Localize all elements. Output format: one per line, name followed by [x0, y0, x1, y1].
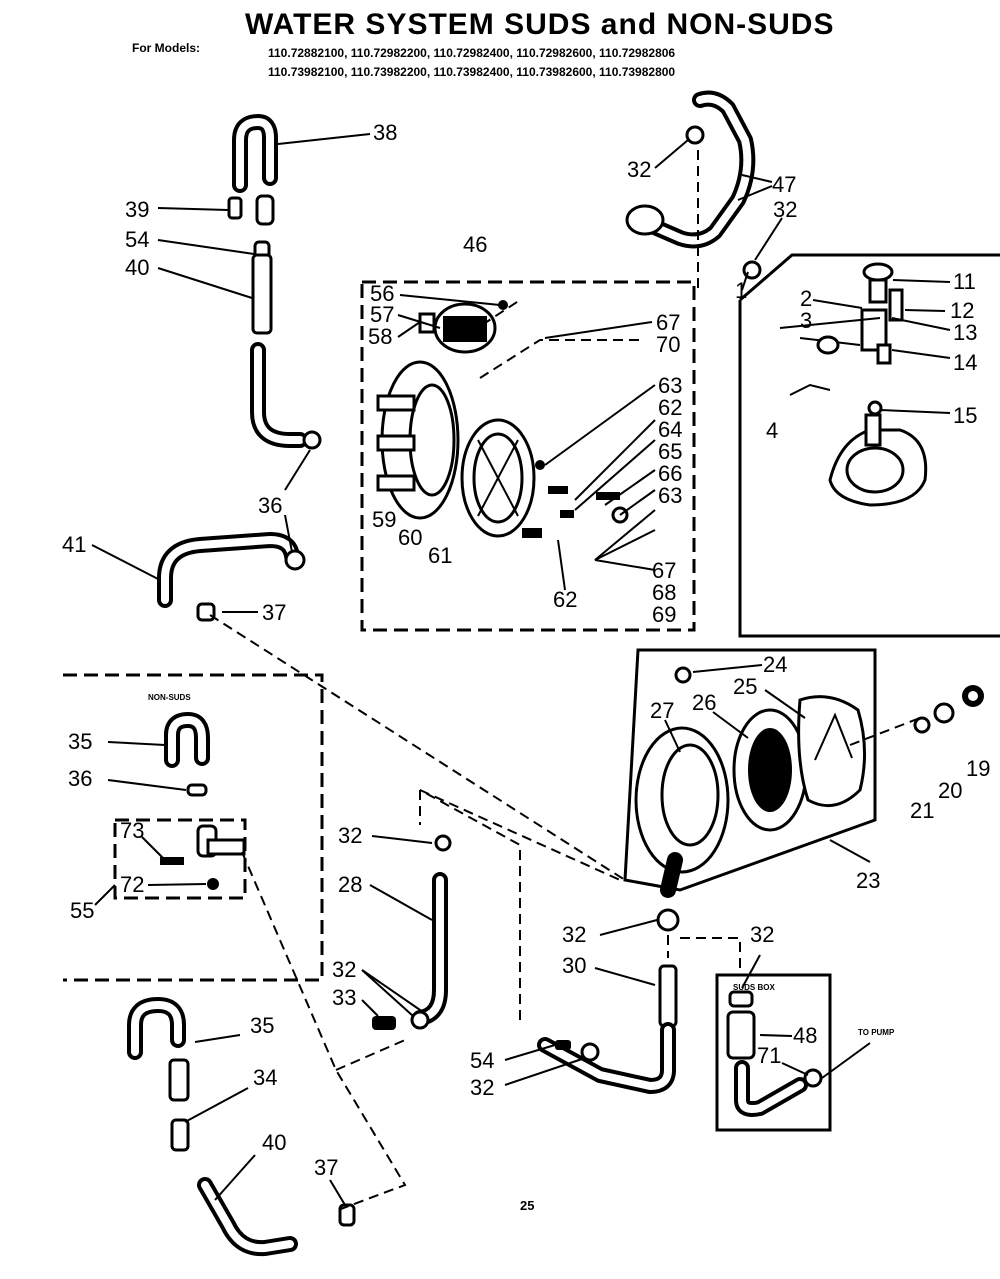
callout-38: 38 [373, 120, 397, 145]
callout-32-f: 32 [750, 922, 774, 947]
callout-55: 55 [70, 898, 94, 923]
to-pump-label: TO PUMP [858, 1028, 895, 1037]
callout-46: 46 [463, 232, 487, 257]
callout-13: 13 [953, 320, 977, 345]
callout-24: 24 [763, 652, 787, 677]
callout-57: 57 [370, 302, 394, 327]
valve-assembly [376, 300, 629, 538]
callout-54: 54 [125, 227, 149, 252]
callout-36: 36 [258, 493, 282, 518]
callout-15: 15 [953, 403, 977, 428]
callout-67-b: 67 [652, 558, 676, 583]
callout-1: 1 [735, 278, 747, 303]
callout-34: 34 [253, 1065, 277, 1090]
callout-72: 72 [120, 872, 144, 897]
callout-4: 4 [766, 418, 778, 443]
callout-numbers: 38 39 54 40 36 41 37 46 56 57 58 67 70 6… [62, 120, 990, 1180]
callout-65: 65 [658, 439, 682, 464]
callout-19: 19 [966, 756, 990, 781]
hose-30 [537, 908, 680, 1094]
callout-66: 66 [658, 461, 682, 486]
page-number: 25 [520, 1198, 534, 1213]
non-suds-box [63, 673, 324, 982]
callout-20: 20 [938, 778, 962, 803]
callout-47: 47 [772, 172, 796, 197]
callout-67: 67 [656, 310, 680, 335]
callout-71: 71 [757, 1043, 781, 1068]
suds-box-label: SUDS BOX [733, 983, 775, 992]
top-left-hose-assembly [157, 114, 322, 622]
callout-2: 2 [800, 286, 812, 311]
connection-lines [209, 150, 921, 1211]
callout-32-top: 32 [627, 157, 651, 182]
suds-box-parts [726, 990, 823, 1117]
callout-69: 69 [652, 602, 676, 627]
callout-32-e: 32 [562, 922, 586, 947]
callout-36-b: 36 [68, 766, 92, 791]
callout-25: 25 [733, 674, 757, 699]
callout-33: 33 [332, 985, 356, 1010]
callout-26: 26 [692, 690, 716, 715]
callout-32-c: 32 [338, 823, 362, 848]
callout-28: 28 [338, 872, 362, 897]
callout-41: 41 [62, 532, 86, 557]
page-title: WATER SYSTEM SUDS and NON-SUDS [245, 8, 834, 41]
callout-73: 73 [120, 818, 144, 843]
hose-28 [372, 834, 452, 1030]
valve-box [738, 253, 1000, 638]
callout-35-b: 35 [250, 1013, 274, 1038]
callout-14: 14 [953, 350, 977, 375]
models-label: For Models: [132, 41, 200, 55]
callout-35: 35 [68, 729, 92, 754]
models-line-2: 110.73982100, 110.73982200, 110.73982400… [268, 65, 675, 79]
callout-63-b: 63 [658, 483, 682, 508]
suds-box [715, 973, 832, 1132]
callout-63: 63 [658, 373, 682, 398]
callout-56: 56 [370, 281, 394, 306]
pump-assembly [634, 666, 984, 898]
leader-lines [91, 133, 951, 1206]
valve-assembly-box [360, 280, 696, 632]
callout-64: 64 [658, 417, 682, 442]
callout-27: 27 [650, 698, 674, 723]
callout-39: 39 [125, 197, 149, 222]
callout-30: 30 [562, 953, 586, 978]
callout-48: 48 [793, 1023, 817, 1048]
callout-62: 62 [658, 395, 682, 420]
callout-40-b: 40 [262, 1130, 286, 1155]
callout-3: 3 [800, 308, 812, 333]
callout-61: 61 [428, 543, 452, 568]
callout-32-d: 32 [332, 957, 356, 982]
callout-12: 12 [950, 298, 974, 323]
callout-40: 40 [125, 255, 149, 280]
non-suds-label: NON-SUDS [148, 693, 191, 702]
pump-box [623, 648, 877, 892]
callout-21: 21 [910, 798, 934, 823]
callout-23: 23 [856, 868, 880, 893]
callout-62-b: 62 [553, 587, 577, 612]
mixing-valve [779, 262, 928, 507]
bottom-left-hose-assembly [127, 997, 356, 1257]
callout-59: 59 [372, 507, 396, 532]
models-line-1: 110.72882100, 110.72982200, 110.72982400… [268, 46, 675, 60]
callout-32-g: 32 [470, 1075, 494, 1100]
callout-37-b: 37 [314, 1155, 338, 1180]
callout-58: 58 [368, 324, 392, 349]
callout-54-b: 54 [470, 1048, 494, 1073]
callout-70: 70 [656, 332, 680, 357]
hose-47 [625, 90, 762, 280]
callout-32-top-b: 32 [773, 197, 797, 222]
callout-37: 37 [262, 600, 286, 625]
callout-68: 68 [652, 580, 676, 605]
callout-11: 11 [953, 269, 976, 294]
callout-60: 60 [398, 525, 422, 550]
